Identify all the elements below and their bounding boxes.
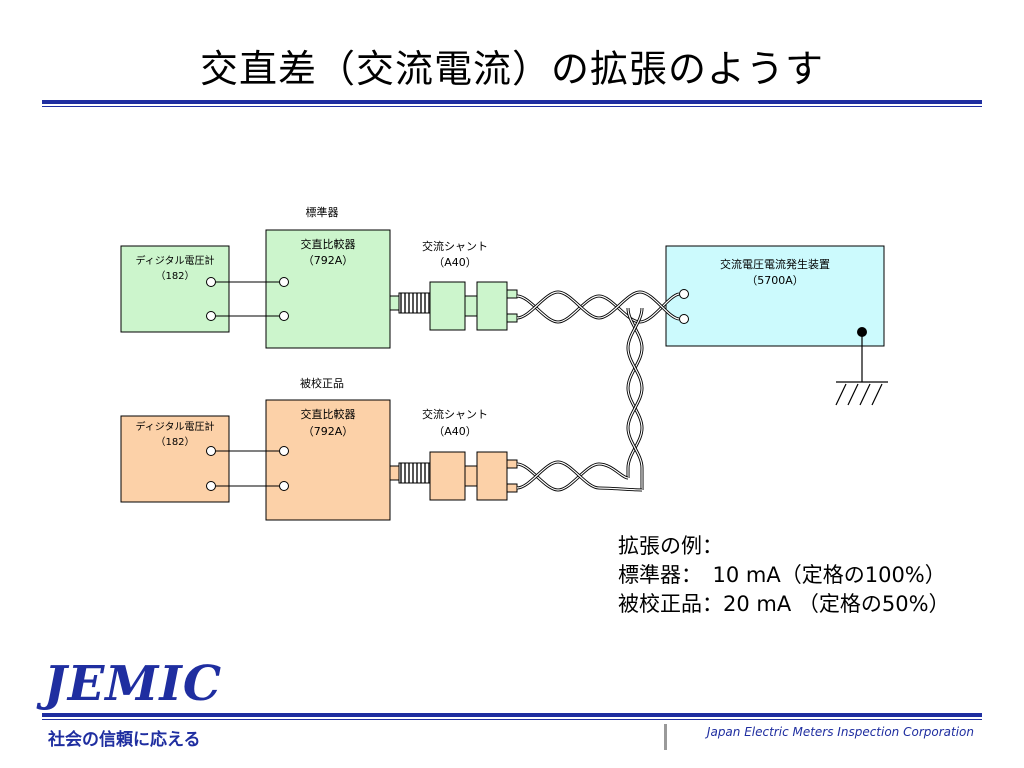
- dut-label: 被校正品: [300, 376, 344, 390]
- extension-example: 拡張の例： 標準器： 10 mA（定格の100%） 被校正品：20 mA （定格…: [618, 532, 950, 619]
- title-rule-thin: [42, 106, 982, 107]
- source-terminal-2: [679, 314, 689, 324]
- voltmeter-top-terminal-1: [206, 277, 216, 287]
- comparator-bottom-box: [265, 399, 391, 521]
- voltmeter-bottom-model: （182）: [155, 436, 194, 448]
- comparator-bottom-terminal-2: [279, 481, 289, 491]
- voltmeter-top-model: （182）: [155, 270, 194, 282]
- voltmeter-top-name: ディジタル電圧計: [135, 254, 214, 267]
- comparator-top-terminal-1: [279, 277, 289, 287]
- example-heading: 拡張の例：: [618, 534, 723, 558]
- shunt-bottom-name: 交流シャント: [422, 407, 488, 421]
- footer-rule-thick: [42, 713, 982, 717]
- source-terminal-1: [679, 289, 689, 299]
- standard-label: 標準器: [306, 205, 339, 219]
- comparator-bottom-model: （792A）: [303, 425, 354, 438]
- example-line-standard: 標準器： 10 mA（定格の100%）: [618, 563, 946, 587]
- source-name: 交流電圧電流発生装置: [720, 257, 830, 271]
- slide-title: 交直差（交流電流）の拡張のようす: [199, 47, 824, 91]
- shunt-top-model: （A40）: [433, 256, 477, 269]
- voltmeter-bottom-terminal-1: [206, 446, 216, 456]
- comparator-top-terminal-2: [279, 311, 289, 321]
- twisted-cable-bottom: [516, 460, 643, 492]
- voltmeter-bottom-name: ディジタル電圧計: [135, 420, 214, 433]
- voltmeter-bottom-terminal-2: [206, 481, 216, 491]
- shunt-bottom: [389, 451, 518, 501]
- comparator-bottom-name: 交直比較器: [301, 407, 356, 421]
- shunt-top: [389, 281, 518, 331]
- comparator-top-model: （792A）: [303, 254, 354, 267]
- footer-rule-thin: [42, 719, 982, 720]
- twisted-cable-top: [516, 290, 680, 324]
- example-line-dut: 被校正品：20 mA （定格の50%）: [618, 592, 950, 616]
- source-box: [665, 245, 885, 347]
- comparator-top-box: [265, 229, 391, 349]
- shunt-top-name: 交流シャント: [422, 239, 488, 253]
- shunt-bottom-model: （A40）: [433, 425, 477, 438]
- footer-divider: [664, 724, 667, 750]
- jemic-logo: JEMIC: [44, 656, 223, 712]
- ground-symbol: [835, 332, 888, 406]
- voltmeter-top-terminal-2: [206, 311, 216, 321]
- source-model: （5700A）: [746, 274, 804, 287]
- title-rule-thick: [42, 100, 982, 104]
- comparator-bottom-terminal-1: [279, 446, 289, 456]
- footer-tagline: 社会の信頼に応える: [48, 730, 201, 750]
- twisted-cable-vertical: [626, 307, 644, 490]
- footer-corporation: Japan Electric Meters Inspection Corpora…: [706, 725, 974, 739]
- comparator-top-name: 交直比較器: [301, 237, 356, 251]
